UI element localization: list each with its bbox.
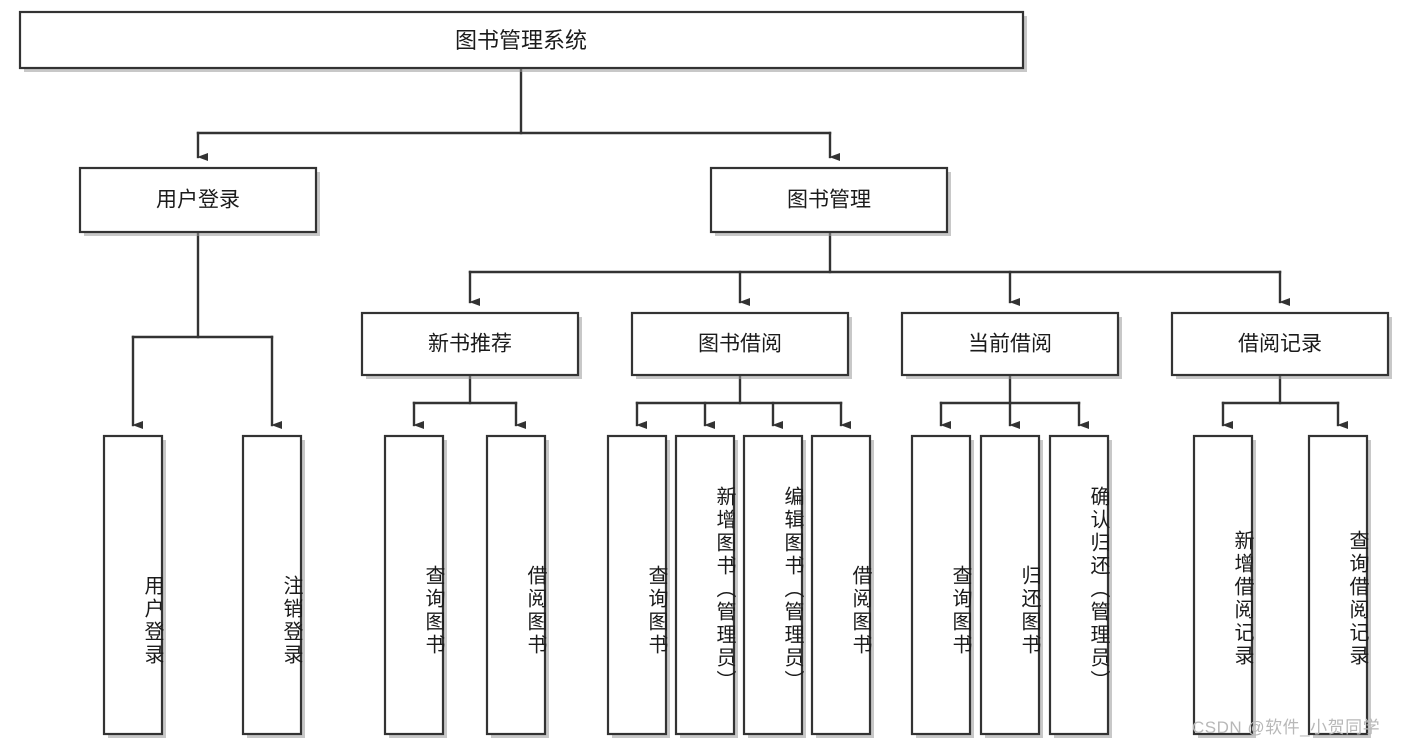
- book-manage-box[interactable]: [709, 166, 949, 234]
- book-manage-label: 图书管理: [787, 189, 871, 212]
- borrow-record-box[interactable]: [1170, 311, 1390, 377]
- leaf-query-book-3-box[interactable]: [910, 434, 972, 736]
- node-root[interactable]: 图书管理系统: [18, 10, 1027, 72]
- leaf-confirm-return-box[interactable]: [1048, 434, 1110, 736]
- leaf-node-add-record[interactable]: [1192, 434, 1256, 738]
- book-borrow-label: 图书借阅: [698, 333, 782, 356]
- root-box[interactable]: [18, 10, 1025, 70]
- user-login-label: 用户登录: [156, 189, 240, 212]
- node-book-borrow[interactable]: 图书借阅: [630, 311, 852, 379]
- leaf-edit-book-box[interactable]: [742, 434, 804, 736]
- leaf-logout-login-box[interactable]: [241, 434, 303, 736]
- leaf-node-return-book[interactable]: [979, 434, 1043, 738]
- new-book-rec-box[interactable]: [360, 311, 580, 377]
- current-borrow-box[interactable]: [900, 311, 1120, 377]
- leaf-borrow-book-1-box[interactable]: [485, 434, 547, 736]
- leaf-node-borrow-book-2[interactable]: [810, 434, 874, 738]
- connector-group: [131, 66, 1349, 430]
- current-borrow-label: 当前借阅: [968, 333, 1052, 356]
- leaf-node-borrow-book-1[interactable]: [485, 434, 549, 738]
- leaf-node-query-book-2[interactable]: [606, 434, 670, 738]
- leaf-node-edit-book[interactable]: [742, 434, 806, 738]
- node-borrow-record[interactable]: 借阅记录: [1170, 311, 1392, 379]
- node-current-borrow[interactable]: 当前借阅: [900, 311, 1122, 379]
- leaf-node-add-book[interactable]: [674, 434, 738, 738]
- csdn-watermark: CSDN @软件_小贺同学: [1192, 718, 1381, 737]
- node-book-manage[interactable]: 图书管理: [709, 166, 951, 236]
- leaf-add-record-box[interactable]: [1192, 434, 1254, 736]
- root-label: 图书管理系统: [455, 28, 587, 53]
- leaf-node-confirm-return[interactable]: [1048, 434, 1112, 738]
- leaf-node-query-record[interactable]: [1307, 434, 1371, 738]
- new-book-rec-label: 新书推荐: [428, 333, 512, 356]
- leaf-node-query-book-3[interactable]: [910, 434, 974, 738]
- leaf-borrow-book-2-box[interactable]: [810, 434, 872, 736]
- leaf-query-book-1-box[interactable]: [383, 434, 445, 736]
- leaf-node-query-book-1[interactable]: [383, 434, 447, 738]
- book-borrow-box[interactable]: [630, 311, 850, 377]
- user-login-box[interactable]: [78, 166, 318, 234]
- node-new-book-rec[interactable]: 新书推荐: [360, 311, 582, 379]
- leaf-query-book-2-box[interactable]: [606, 434, 668, 736]
- leaf-user-login-box[interactable]: [102, 434, 164, 736]
- leaf-node-group: [102, 434, 1371, 738]
- borrow-record-label: 借阅记录: [1238, 333, 1322, 356]
- node-user-login[interactable]: 用户登录: [78, 166, 320, 236]
- leaf-node-user-login[interactable]: [102, 434, 166, 738]
- leaf-add-book-box[interactable]: [674, 434, 736, 736]
- leaf-query-record-box[interactable]: [1307, 434, 1369, 736]
- leaf-return-book-box[interactable]: [979, 434, 1041, 736]
- leaf-node-logout-login[interactable]: [241, 434, 305, 738]
